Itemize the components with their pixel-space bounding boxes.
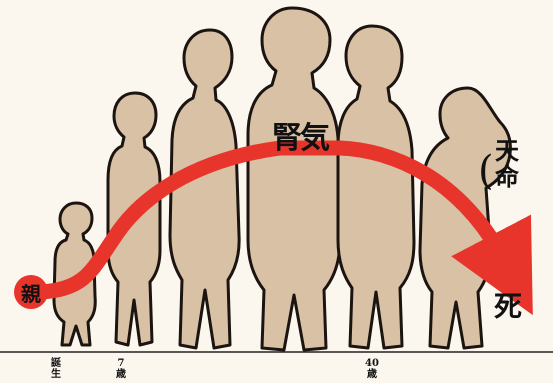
- tick-birth: 誕生: [48, 358, 64, 380]
- death-label: 死: [494, 293, 522, 321]
- tick-age-40: 40歳: [364, 358, 380, 380]
- adult-silhouette: [248, 8, 340, 350]
- middle-age-silhouette: [338, 26, 414, 348]
- parent-label: 親: [14, 275, 48, 309]
- natural-lifespan-label: 天命: [492, 138, 522, 190]
- vitality-label: 腎気: [272, 124, 328, 154]
- tick-age-7: 7歳: [113, 358, 129, 380]
- youth-silhouette: [170, 30, 239, 348]
